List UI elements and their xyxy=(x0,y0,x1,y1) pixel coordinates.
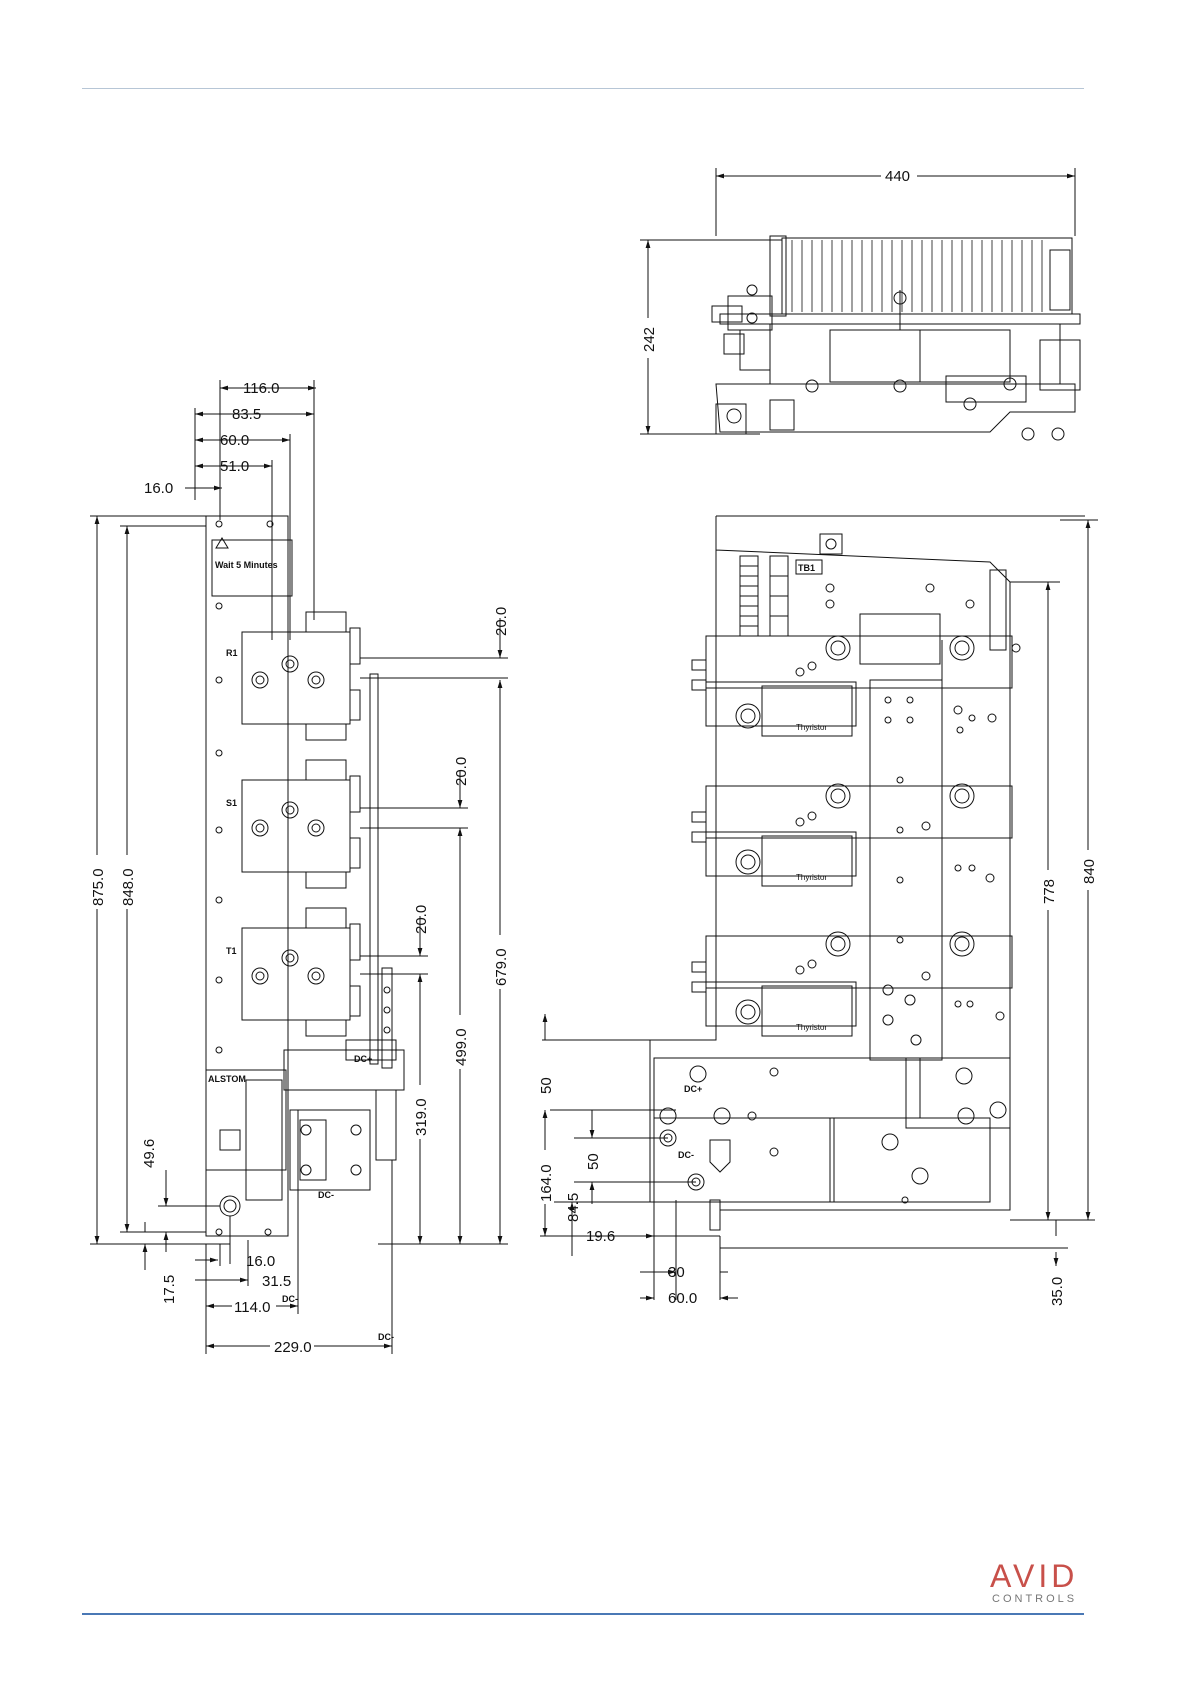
dim-19-6: 19.6 xyxy=(586,1228,615,1245)
dim-116: 116.0 xyxy=(243,380,279,397)
dim-242: 242 xyxy=(641,327,658,352)
label-tb1: TB1 xyxy=(798,563,815,573)
dim-229: 229.0 xyxy=(274,1339,312,1356)
label-thyristor-2: Thyristor xyxy=(796,873,827,882)
dim-16-bottom: 16.0 xyxy=(246,1253,275,1270)
label-dc-minus-bottom: DC- xyxy=(282,1294,298,1304)
dim-319: 319.0 xyxy=(413,1098,430,1136)
front-view xyxy=(536,516,1098,1300)
label-t1: T1 xyxy=(226,946,237,956)
label-dc-minus-left: DC- xyxy=(318,1190,334,1200)
dim-51: 51.0 xyxy=(220,458,249,475)
dim-875: 875.0 xyxy=(90,868,107,906)
label-r1: R1 xyxy=(226,648,238,658)
dim-60-front: 60.0 xyxy=(668,1290,697,1307)
dim-20-a: 20.0 xyxy=(493,607,510,636)
dim-31-5: 31.5 xyxy=(262,1273,291,1290)
logo-sub-text: CONTROLS xyxy=(992,1592,1080,1606)
dim-114: 114.0 xyxy=(234,1299,270,1316)
dim-35: 35.0 xyxy=(1049,1277,1066,1306)
dim-83-5: 83.5 xyxy=(232,406,261,423)
dim-49-6: 49.6 xyxy=(141,1139,158,1168)
logo-main-text: AVID xyxy=(990,1560,1080,1592)
label-s1: S1 xyxy=(226,798,237,808)
dim-679: 679.0 xyxy=(493,948,510,986)
heatsink-fins xyxy=(792,240,1042,312)
dim-164: 164.0 xyxy=(538,1164,555,1202)
label-dc-minus-far: DC- xyxy=(378,1332,394,1342)
dim-60: 60.0 xyxy=(220,432,249,449)
label-dc-plus-front: DC+ xyxy=(684,1084,702,1094)
dim-20-c: 20.0 xyxy=(413,905,430,934)
avid-controls-logo: AVID CONTROLS xyxy=(990,1560,1080,1620)
label-dc-minus-front: DC- xyxy=(678,1150,694,1160)
label-dc-plus-left: DC+ xyxy=(354,1054,372,1064)
dim-84-5: 84.5 xyxy=(565,1193,582,1222)
label-thyristor-3: Thyristor xyxy=(796,1023,827,1032)
dim-16-top: 16.0 xyxy=(144,480,173,497)
label-alstom: ALSTOM xyxy=(208,1074,246,1084)
dim-778: 778 xyxy=(1041,879,1058,904)
label-warning: Wait 5 Minutes xyxy=(215,560,278,570)
top-view xyxy=(639,168,1080,440)
dim-440: 440 xyxy=(885,168,910,185)
dim-848: 848.0 xyxy=(120,868,137,906)
dim-20-b: 20.0 xyxy=(453,757,470,786)
dim-30: 30 xyxy=(668,1264,685,1281)
footer-rule xyxy=(82,1613,1084,1615)
label-thyristor-1: Thyristor xyxy=(796,723,827,732)
dim-50-b: 50 xyxy=(585,1153,602,1170)
dim-50-a: 50 xyxy=(538,1077,555,1094)
dim-499: 499.0 xyxy=(453,1028,470,1066)
side-view xyxy=(88,380,509,1354)
dim-840: 840 xyxy=(1081,859,1098,884)
dim-17-5: 17.5 xyxy=(161,1275,178,1304)
